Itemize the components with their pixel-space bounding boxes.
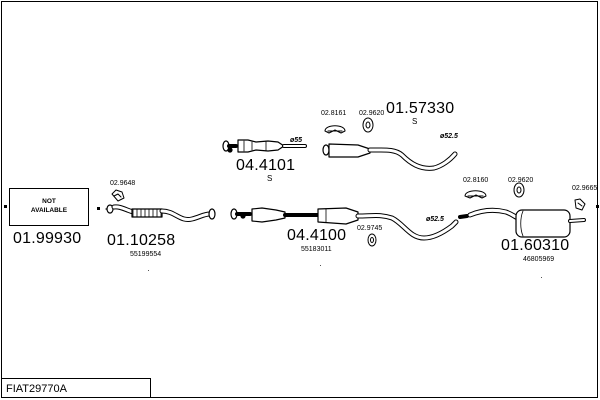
accessory-label-a7: 02.9665 <box>572 185 598 192</box>
part-number-p6: 01.60310 <box>501 237 570 254</box>
part-number-p5: 04.4100 <box>287 227 347 244</box>
rear-silencer-drawing <box>458 207 586 238</box>
mid-pipe-upper-drawing <box>322 143 458 171</box>
accessory-label-a5: 02.8160 <box>463 177 489 184</box>
stray-mark-1 <box>148 270 149 271</box>
oe-number-p6: 46805969 <box>523 256 555 263</box>
not-available-line1: NOT <box>42 198 56 206</box>
not-available-line2: AVAILABLE <box>30 207 68 214</box>
sub-label-p4: S <box>412 117 418 126</box>
diagram-code: FIAT29770A <box>6 383 67 395</box>
connector-dot-far-right <box>596 205 599 208</box>
lower-catalyst-drawing <box>230 207 459 241</box>
part-number-p4: 01.57330 <box>386 100 455 117</box>
accessory-label-a6: 02.9620 <box>508 177 534 184</box>
stray-mark-3 <box>541 277 542 278</box>
oe-number-p5: 55183011 <box>301 246 332 253</box>
diameter-label-d2: ø52.5 <box>440 133 458 140</box>
front-pipe-drawing <box>105 204 216 222</box>
not-available-box: NOT AVAILABLE <box>9 188 89 226</box>
accessory-icons <box>111 117 586 247</box>
stray-mark-2 <box>320 265 321 266</box>
part-number-p3: 04.4101 <box>236 157 296 174</box>
connector-dot-right <box>97 207 100 210</box>
oe-number-p2: 55199554 <box>130 251 162 258</box>
upper-catalyst-drawing <box>222 139 307 153</box>
diagram-code-box: FIAT29770A <box>1 378 151 398</box>
diameter-label-d1: ø55 <box>290 137 303 144</box>
accessory-label-a3: 02.9620 <box>359 110 385 117</box>
part-number-p2: 01.10258 <box>107 232 176 249</box>
accessory-label-a1: 02.9648 <box>110 180 136 187</box>
sub-label-p3: S <box>267 174 273 183</box>
diameter-label-d3: ø52.5 <box>426 216 444 223</box>
accessory-label-a4: 02.9745 <box>357 225 383 232</box>
accessory-label-a2: 02.8161 <box>321 110 347 117</box>
connector-dot-left <box>4 205 7 208</box>
part-number-p1: 01.99930 <box>13 230 82 247</box>
